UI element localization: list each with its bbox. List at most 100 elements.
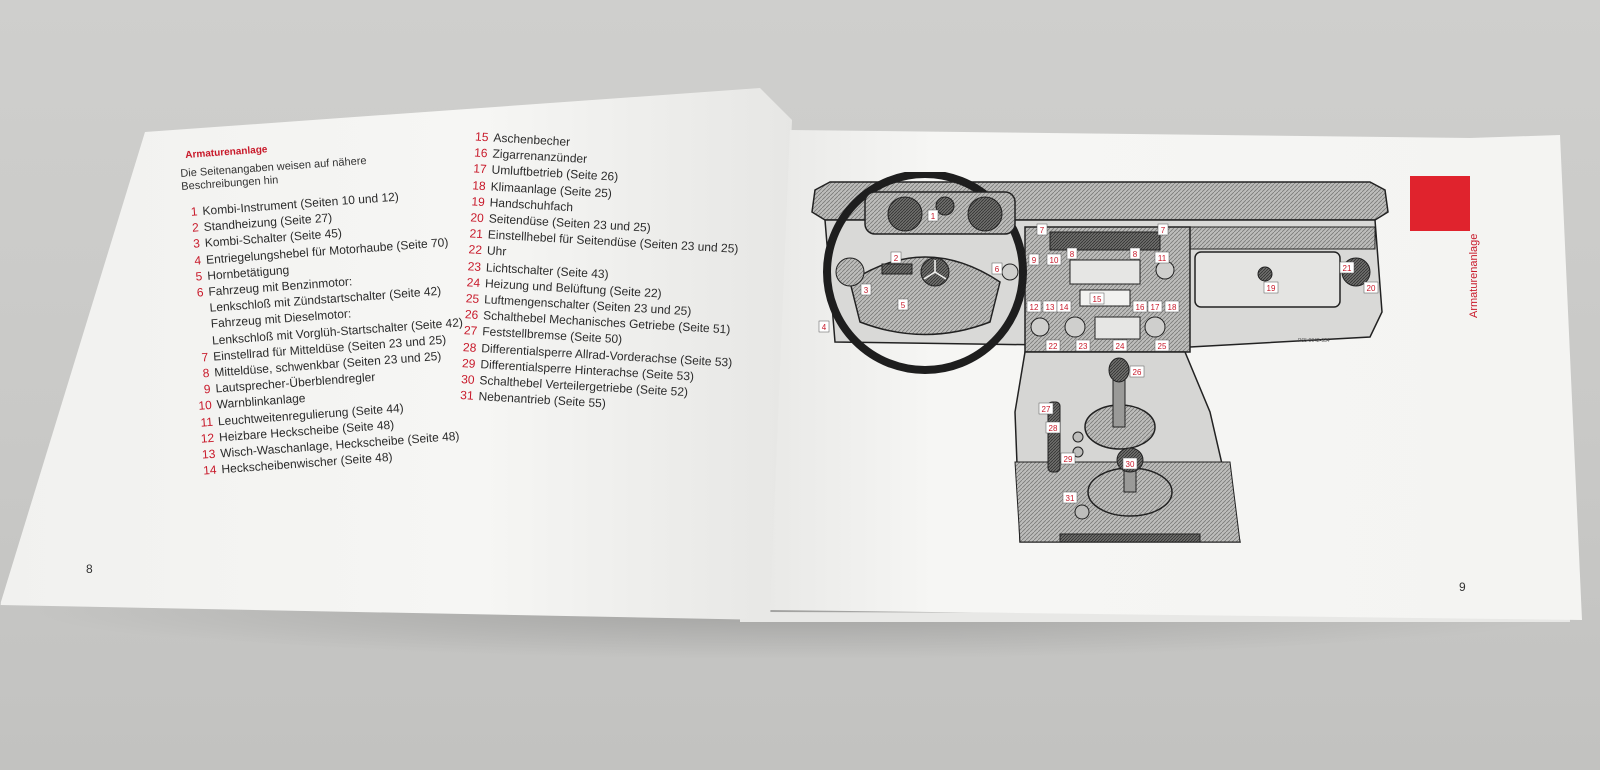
legend-number: 16 (473, 145, 488, 161)
callout-label: 13 (1042, 300, 1058, 313)
svg-text:27: 27 (1042, 405, 1051, 414)
callout-label: 31 (1062, 491, 1078, 504)
chapter-tab (1410, 176, 1470, 231)
legend-number: 10 (197, 398, 213, 414)
page-number-right: 9 (1459, 580, 1466, 594)
svg-text:19: 19 (1267, 284, 1276, 293)
svg-text:24: 24 (1116, 342, 1125, 351)
svg-text:15: 15 (1093, 295, 1102, 304)
callout-label: 22 (1045, 339, 1061, 352)
svg-text:14: 14 (1060, 303, 1069, 312)
callout-label: 16 (1132, 300, 1148, 313)
callout-label: 26 (1129, 365, 1145, 378)
callout-label: 18 (1164, 300, 1180, 313)
callout-label: 10 (1046, 253, 1062, 266)
svg-text:3: 3 (864, 286, 869, 295)
legend-number: 9 (203, 382, 212, 397)
left-page (0, 88, 792, 620)
svg-text:23: 23 (1079, 342, 1088, 351)
callout-label: 4 (818, 320, 830, 333)
legend-number: 4 (193, 252, 202, 268)
callout-label: 7 (1157, 223, 1169, 236)
svg-text:12: 12 (1030, 303, 1039, 312)
tachometer-icon (967, 196, 1003, 232)
svg-text:7: 7 (1040, 226, 1045, 235)
callout-label: 28 (1045, 421, 1061, 434)
callout-label: 5 (897, 298, 909, 311)
steering-wheel (823, 172, 1027, 374)
glovebox-lock-icon (1257, 266, 1273, 282)
svg-text:11: 11 (1158, 254, 1167, 263)
legend-number: 30 (460, 372, 475, 387)
svg-text:18: 18 (1168, 303, 1177, 312)
legend-number: 21 (469, 226, 484, 242)
callout-label: 9 (1028, 253, 1040, 266)
svg-text:17: 17 (1151, 303, 1160, 312)
callout-label: 24 (1112, 339, 1128, 352)
legend-number: 8 (202, 365, 210, 381)
svg-text:30: 30 (1126, 460, 1135, 469)
diagram-code: P65-0042-934 (1298, 338, 1330, 344)
legend-number: 17 (472, 161, 488, 177)
legend-number: 13 (201, 446, 216, 462)
legend-number: 23 (467, 258, 482, 274)
svg-text:13: 13 (1046, 303, 1055, 312)
legend-number: 6 (196, 285, 204, 300)
svg-text:25: 25 (1158, 342, 1167, 351)
callout-label: 14 (1056, 300, 1072, 313)
page-edge (740, 612, 1570, 622)
callout-label: 8 (1066, 247, 1078, 260)
legend-number: 11 (200, 414, 214, 430)
legend-number: 14 (202, 462, 218, 478)
legend-number: 12 (200, 430, 215, 446)
legend-number: 7 (201, 349, 209, 365)
legend-text: Uhr (486, 243, 507, 259)
svg-text:7: 7 (1161, 226, 1166, 235)
callout-label: 6 (991, 262, 1003, 275)
speedometer-icon (887, 196, 923, 232)
callout-label: 7 (1036, 223, 1048, 236)
svg-text:21: 21 (1343, 264, 1352, 273)
callout-label: 29 (1060, 452, 1076, 465)
svg-text:20: 20 (1367, 284, 1376, 293)
legend-number: 29 (461, 355, 476, 371)
svg-text:2: 2 (894, 254, 899, 263)
legend-number: 24 (466, 275, 481, 290)
legend-number: 18 (471, 178, 487, 193)
legend-number: 28 (462, 339, 477, 355)
svg-text:1: 1 (931, 212, 936, 221)
legend-number: 25 (465, 291, 480, 307)
svg-text:31: 31 (1066, 494, 1075, 503)
svg-text:16: 16 (1136, 303, 1145, 312)
legend-number: 22 (468, 242, 483, 258)
legend-number: 19 (471, 194, 486, 209)
legend-number: 2 (191, 220, 200, 235)
svg-text:28: 28 (1049, 424, 1058, 433)
callout-label: 19 (1263, 281, 1279, 294)
callout-label: 17 (1147, 300, 1163, 313)
legend-number: 27 (463, 323, 478, 339)
callout-label: 1 (927, 209, 939, 222)
svg-text:8: 8 (1133, 250, 1138, 259)
side-chapter-label: Armaturenanlage (1468, 233, 1480, 318)
callout-label: 3 (860, 283, 872, 296)
legend-number: 31 (459, 388, 474, 404)
svg-text:22: 22 (1049, 342, 1058, 351)
svg-text:29: 29 (1064, 455, 1073, 464)
callout-label: 20 (1363, 281, 1379, 294)
callout-label: 8 (1129, 247, 1141, 260)
callout-label: 15 (1089, 292, 1105, 305)
legend-number: 1 (190, 204, 199, 219)
legend-number: 15 (474, 129, 489, 145)
page-number-left: 8 (86, 562, 93, 576)
callout-label: 21 (1339, 261, 1355, 274)
callout-label: 25 (1154, 339, 1170, 352)
legend-number: 26 (464, 307, 479, 323)
callout-label: 12 (1026, 300, 1042, 313)
svg-text:6: 6 (995, 265, 1000, 274)
svg-text:8: 8 (1070, 250, 1075, 259)
